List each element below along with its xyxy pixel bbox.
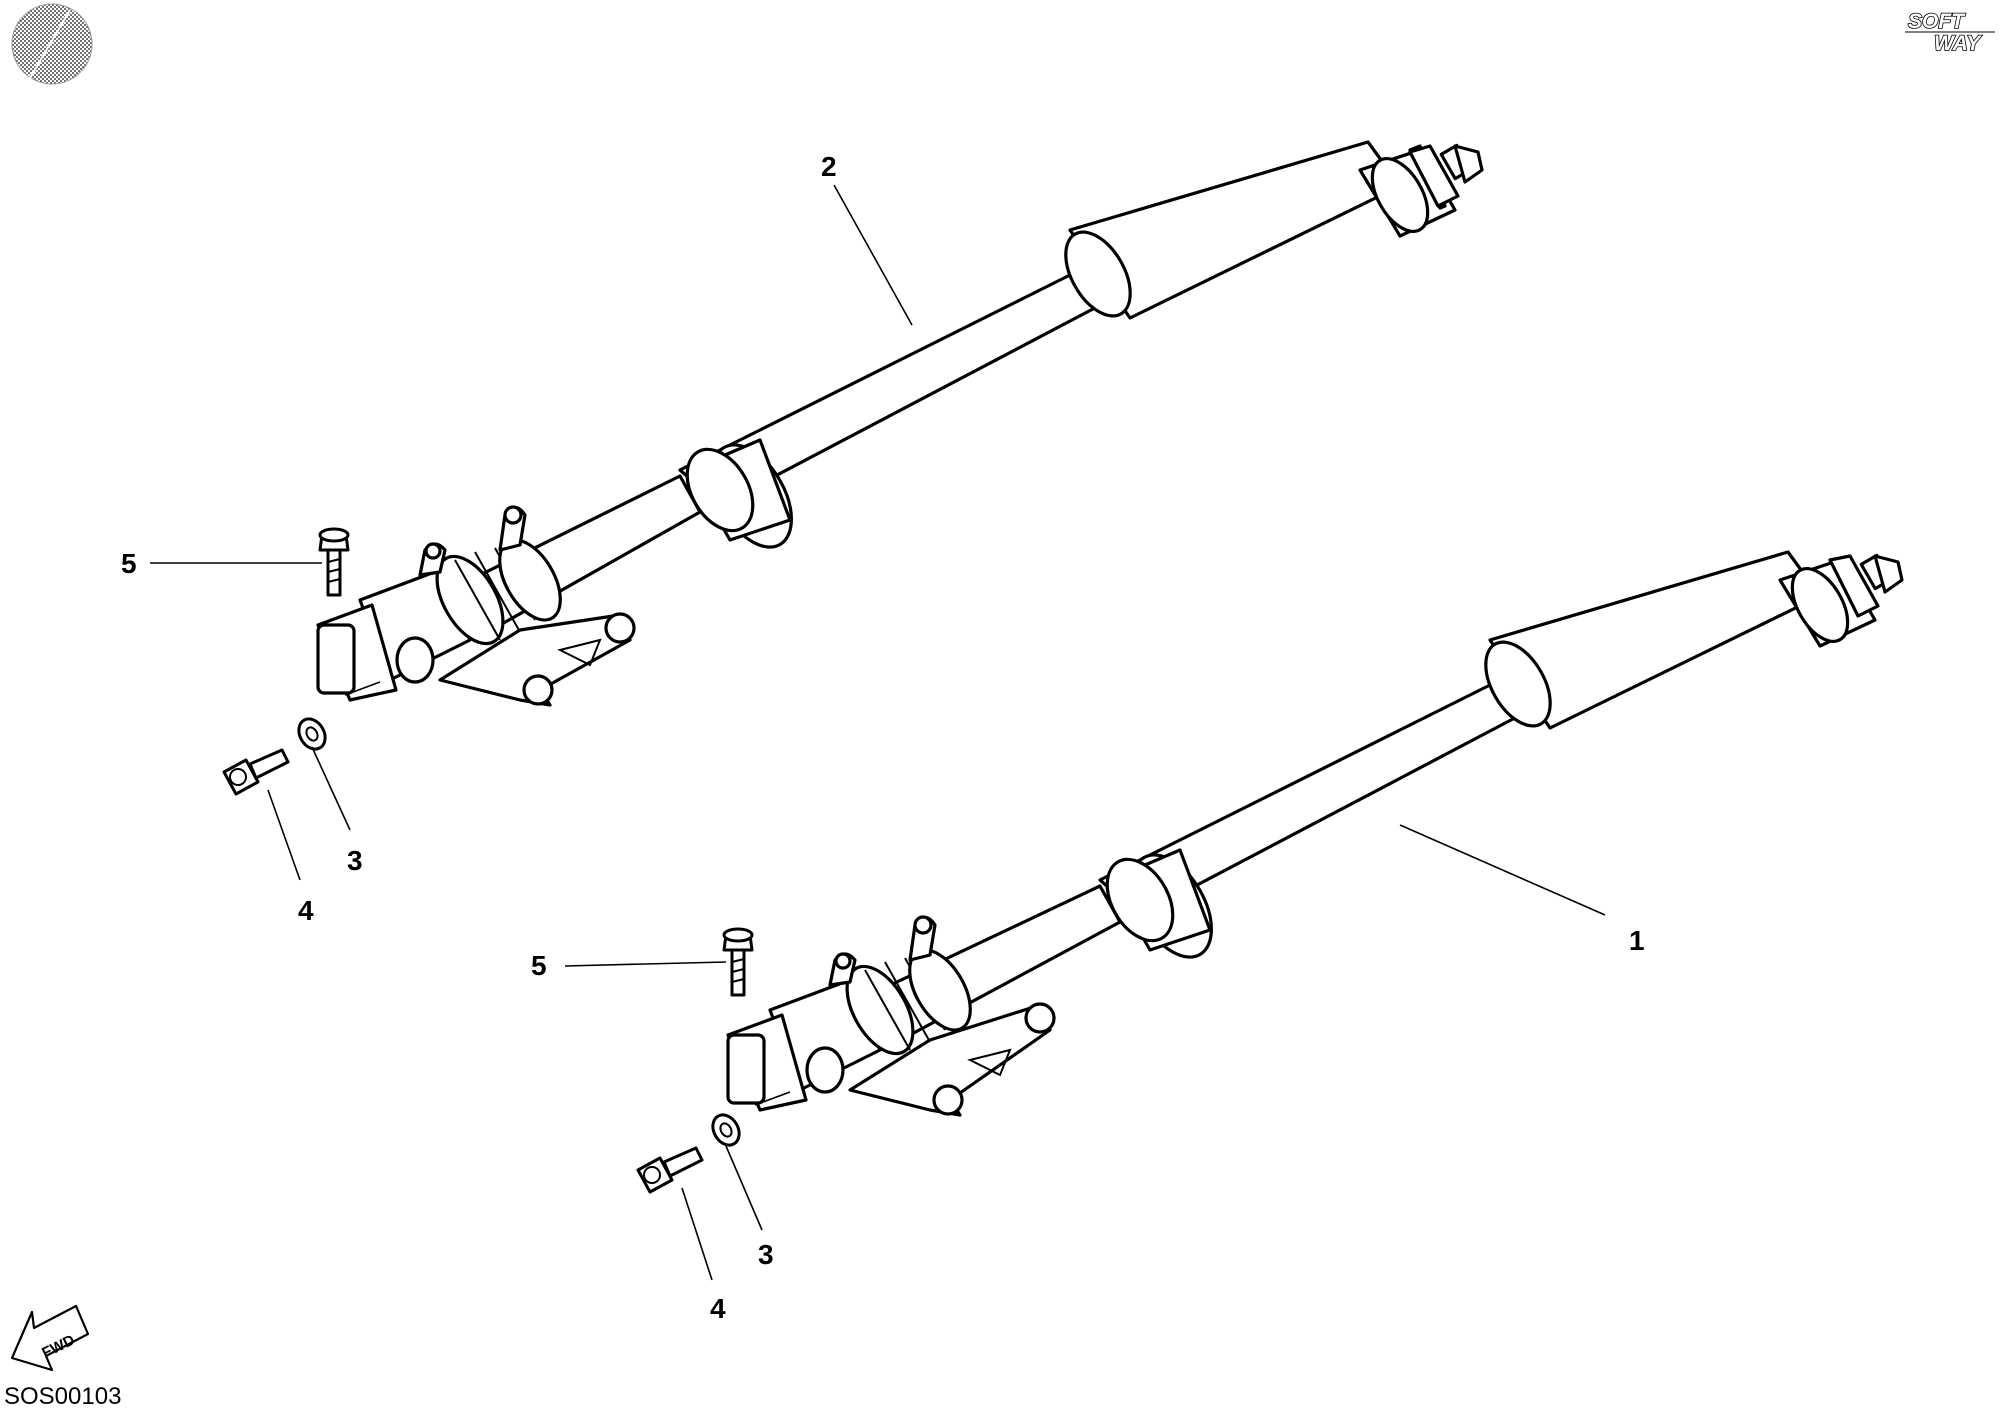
drawing-code: SOS00103 [4,1383,121,1410]
callout-4-fork-1: 4 [710,1293,726,1324]
washer-3-fork-1 [711,1113,741,1147]
callout-1: 1 [1629,925,1645,956]
forward-arrow-icon: FWD [10,1304,90,1372]
callout-4-fork-2: 4 [298,895,314,926]
bolt-4-fork-1 [636,1146,704,1194]
leaders-fork-1 [564,824,1606,1281]
callout-5-fork-1: 5 [531,950,547,981]
circle-hatch-icon [11,3,93,85]
bolt-5-fork-1 [722,927,754,997]
brand-logo: SOFT WAY [1905,6,1995,56]
callout-2: 2 [821,151,837,182]
bolt-5-fork-2 [318,527,350,597]
bolt-4-fork-2 [222,748,290,796]
callout-5-fork-2: 5 [121,548,137,579]
brand-line2: WAY [1934,32,1982,55]
washer-3-fork-2 [297,717,327,751]
callout-3-fork-2: 3 [347,845,363,876]
callout-3-fork-1: 3 [758,1239,774,1270]
fork-leg-2 [316,140,1484,707]
fork-leg-1 [726,550,1904,1117]
leaders-fork-2 [150,184,913,881]
brand-line1: SOFT [1908,10,1966,33]
